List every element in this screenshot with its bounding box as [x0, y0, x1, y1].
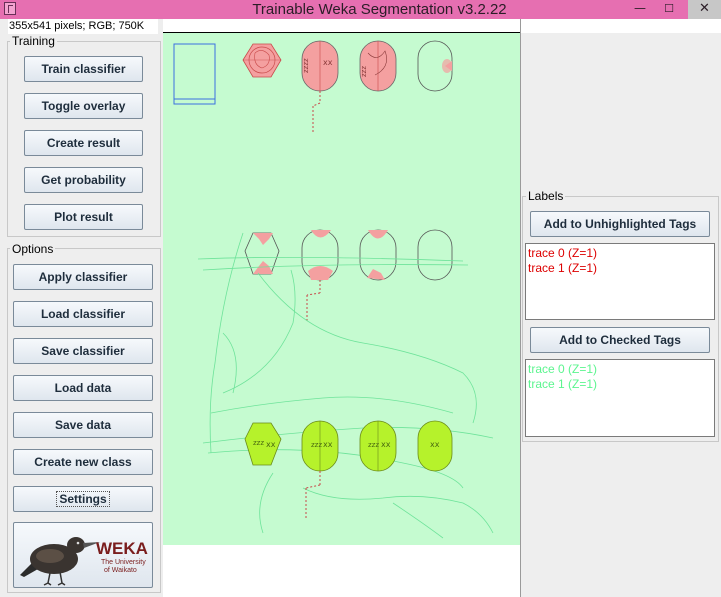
minimize-button[interactable]: — [634, 1, 646, 15]
list-item[interactable]: trace 0 (Z=1) [528, 362, 598, 376]
svg-text:zzz: zzz [311, 441, 322, 449]
selection-rectangle [173, 43, 216, 105]
create-new-class-button[interactable]: Create new class [13, 449, 153, 475]
load-data-button[interactable]: Load data [13, 375, 153, 401]
checked-tags-list[interactable]: trace 0 (Z=1) trace 1 (Z=1) [525, 359, 715, 437]
list-item[interactable]: trace 1 (Z=1) [528, 261, 598, 275]
svg-text:zzzz: zzzz [302, 58, 310, 73]
cell-row-2 [244, 229, 453, 323]
settings-button-label: Settings [56, 491, 110, 507]
vertical-divider [520, 19, 521, 597]
options-panel-title: Options [10, 242, 56, 256]
get-probability-button[interactable]: Get probability [24, 167, 143, 193]
weka-logo-button[interactable]: WEKA The University of Waikato [13, 522, 153, 588]
weka-bird-icon [20, 537, 100, 586]
list-item[interactable]: trace 1 (Z=1) [528, 377, 598, 391]
labels-panel-title: Labels [526, 189, 566, 203]
svg-text:xx: xx [323, 58, 333, 67]
svg-text:xx: xx [430, 440, 440, 449]
unhighlighted-tags-list[interactable]: trace 0 (Z=1) trace 1 (Z=1) [525, 243, 715, 320]
right-top-strip [521, 19, 721, 33]
green-traces [197, 232, 494, 539]
app-icon[interactable] [4, 2, 16, 15]
svg-text:zzz: zzz [360, 66, 368, 77]
svg-text:xx: xx [381, 440, 391, 449]
svg-text:xx: xx [266, 440, 276, 449]
list-item[interactable]: trace 0 (Z=1) [528, 246, 598, 260]
svg-text:zzz: zzz [368, 441, 379, 449]
window-title: Trainable Weka Segmentation v3.2.22 [252, 1, 507, 18]
cell-row-1: zzzz xx zzz [242, 40, 453, 133]
apply-classifier-button[interactable]: Apply classifier [13, 264, 153, 290]
labels-panel [522, 196, 719, 442]
svg-text:xx: xx [323, 440, 333, 449]
segmentation-image: zzzz xx zzz [173, 40, 494, 539]
settings-button[interactable]: Settings [13, 486, 153, 512]
weka-logo-subtitle-2: of Waikato [104, 567, 137, 574]
add-to-unhighlighted-tags-button[interactable]: Add to Unhighlighted Tags [530, 211, 710, 237]
add-to-checked-tags-button[interactable]: Add to Checked Tags [530, 327, 710, 353]
maximize-button[interactable]: ☐ [664, 2, 674, 15]
plot-result-button[interactable]: Plot result [24, 204, 143, 230]
save-data-button[interactable]: Save data [13, 412, 153, 438]
canvas-empty-area [163, 545, 520, 597]
weka-logo-text: WEKA [96, 539, 148, 558]
canvas-border [163, 32, 520, 33]
train-classifier-button[interactable]: Train classifier [24, 56, 143, 82]
weka-logo-subtitle: The University [101, 559, 146, 566]
title-bar: Trainable Weka Segmentation v3.2.22 — ☐ … [0, 0, 721, 19]
load-classifier-button[interactable]: Load classifier [13, 301, 153, 327]
toggle-overlay-button[interactable]: Toggle overlay [24, 93, 143, 119]
image-canvas[interactable]: zzzz xx zzz [163, 33, 520, 545]
image-info-status: 355x541 pixels; RGB; 750K [8, 19, 158, 34]
close-button[interactable]: ✕ [688, 0, 721, 19]
cell-row-3: zzz xx zzz xx zzz xx xx [244, 420, 453, 518]
svg-text:zzz: zzz [253, 439, 264, 447]
save-classifier-button[interactable]: Save classifier [13, 338, 153, 364]
training-panel-title: Training [10, 34, 57, 48]
create-result-button[interactable]: Create result [24, 130, 143, 156]
